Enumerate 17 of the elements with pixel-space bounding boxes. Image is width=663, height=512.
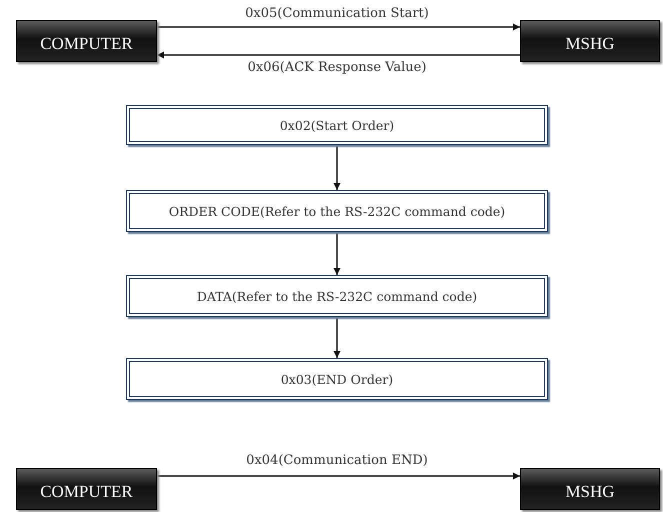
process-box: 0x02(Start Order) (126, 105, 548, 145)
device-box: COMPUTER (16, 20, 157, 62)
arrow (157, 472, 520, 480)
device-box: MSHG (520, 468, 660, 510)
edge-label: 0x05(Communication Start) (245, 6, 429, 21)
device-box: MSHG (520, 20, 660, 62)
arrow (334, 317, 340, 358)
arrow (334, 145, 340, 190)
arrow (157, 52, 520, 58)
process-box: 0x03(END Order) (126, 358, 548, 400)
process-box: DATA(Refer to the RS-232C command code) (126, 275, 548, 317)
edge-label: 0x04(Communication END) (246, 453, 428, 468)
process-box: ORDER CODE(Refer to the RS-232C command code) (126, 190, 548, 232)
edge-label: 0x06(ACK Response Value) (248, 60, 426, 75)
arrow (334, 232, 340, 275)
device-box: COMPUTER (16, 468, 157, 510)
arrow (157, 24, 520, 30)
